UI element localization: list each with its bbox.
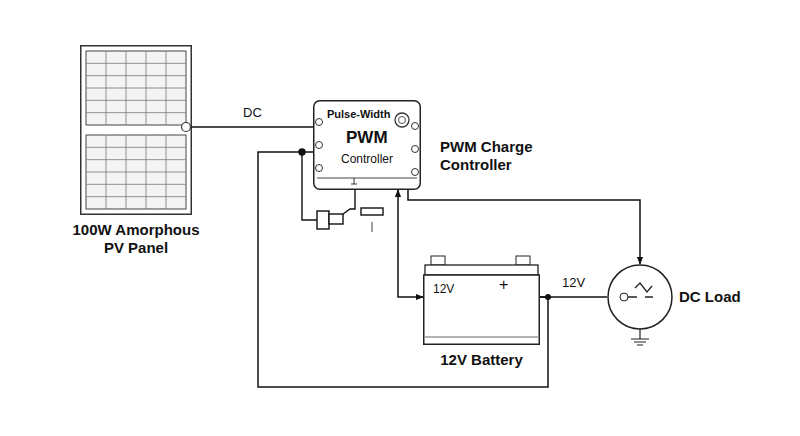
- ground-tab: [351, 178, 357, 184]
- wire-connector: [408, 190, 640, 264]
- case-rib: [425, 337, 538, 338]
- junction-box: [182, 123, 191, 132]
- indicator-knob: [399, 117, 406, 124]
- terminal: [412, 146, 419, 153]
- controller-subtitle: Controller: [341, 152, 393, 166]
- cell-line: [86, 100, 186, 101]
- panel-label: 100W Amorphous PV Panel: [64, 221, 208, 257]
- battery-shape: [423, 255, 540, 345]
- cell-line: [86, 112, 186, 113]
- wire-connector: [540, 296, 607, 298]
- terminal-strip: [317, 178, 417, 179]
- dc-load: DC Load: [607, 264, 673, 330]
- cell-line: [86, 147, 186, 148]
- indicator-knob: [395, 113, 409, 127]
- battery-lid: [425, 265, 538, 275]
- wire-label: DC: [240, 105, 265, 121]
- cell-line: [86, 63, 186, 64]
- battery-label: 12V Battery: [411, 351, 552, 369]
- panel-module: [86, 135, 186, 209]
- wire-label: 12V: [559, 275, 588, 291]
- load-outline: [608, 265, 672, 329]
- battery-terminal: [516, 256, 530, 265]
- wire-connector: [398, 190, 423, 297]
- controller-type: Pulse-Width: [327, 108, 390, 121]
- terminal: [316, 165, 323, 172]
- pv-panel-shape: [80, 45, 192, 215]
- cell-line: [86, 88, 186, 89]
- cell-line: [86, 172, 186, 173]
- terminal: [316, 142, 323, 149]
- controller-housing: [314, 101, 421, 190]
- controller-title: PWM: [346, 128, 388, 148]
- ground-symbol: [631, 329, 649, 345]
- terminal: [412, 169, 419, 176]
- pv-panel: 100W Amorphous PV Panel: [80, 45, 192, 215]
- cell-line: [86, 196, 186, 197]
- cell-line: [86, 159, 186, 160]
- load-symbol: [628, 283, 653, 297]
- load-label: DC Load: [679, 288, 741, 306]
- cell-line: [86, 184, 186, 185]
- terminal: [412, 123, 419, 130]
- dc-load-shape: [607, 264, 673, 330]
- controller-label: PWM Charge Controller: [440, 138, 560, 174]
- battery-case: [424, 275, 540, 344]
- terminal: [316, 119, 323, 126]
- battery: 12V+12V Battery: [423, 255, 540, 345]
- terminal-sign: +: [499, 275, 508, 294]
- cell-line: [86, 75, 186, 76]
- load-terminal: [620, 293, 628, 301]
- panel-frame: [81, 46, 192, 215]
- battery-voltage: 12V: [433, 282, 454, 296]
- battery-terminal: [431, 256, 445, 265]
- charge-controller: Pulse-WidthPWMControllerPWM Charge Contr…: [313, 100, 421, 190]
- wire-connector: [192, 126, 313, 128]
- panel-module: [86, 51, 186, 125]
